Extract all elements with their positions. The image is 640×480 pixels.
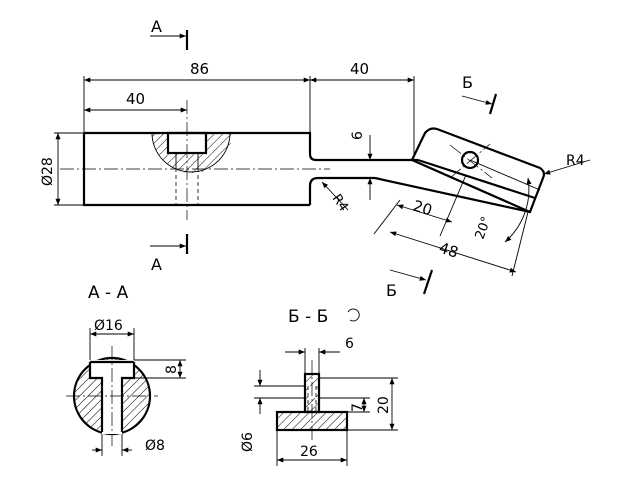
main-dimensions: 86 40 40 Ø28 6 R4 R4 20 20° 48 [40,60,591,277]
bb-dim-6-label: 6 [345,336,354,352]
dim-r4-end-label: R4 [566,153,585,169]
section-bb: Б - Б 6 7 20 Ø6 [240,307,398,466]
section-bb-title: Б - Б [288,307,328,327]
dim-40-left-label: 40 [126,90,145,108]
section-aa: А - А Ø16 8 Ø8 [66,283,186,456]
section-b-top-label: Б [462,73,473,92]
arm-hole [460,150,480,170]
bb-dim-20-label: 20 [376,396,392,414]
bent-arm-outline [374,127,546,214]
main-view [60,100,546,220]
bb-dim-diameter-6-label: Ø6 [240,432,256,452]
section-markers: А А Б Б [150,17,498,300]
dim-20-label: 20 [411,197,435,220]
dim-angle-20-label: 20° [473,215,495,242]
bb-dim-26-label: 26 [300,444,318,460]
dim-diameter-28-label: Ø28 [40,157,56,186]
dim-r4-bend-label: R4 [329,192,351,215]
bb-dim-7-label: 7 [350,403,366,412]
section-aa-title: А - А [88,283,129,303]
dim-86-label: 86 [190,60,209,78]
section-b-bottom-label: Б [386,281,397,300]
rotation-symbol-icon [347,308,360,322]
dim-thickness-6-label: 6 [350,131,366,140]
aa-dim-diameter-8-label: Ø8 [145,438,165,454]
dim-40-top-label: 40 [350,60,369,78]
dim-48-label: 48 [437,239,461,262]
section-a-bottom-label: А [151,255,162,274]
section-a-top-label: А [151,17,162,36]
aa-dim-8-depth-label: 8 [164,365,180,374]
aa-dim-16-label: Ø16 [94,318,123,334]
